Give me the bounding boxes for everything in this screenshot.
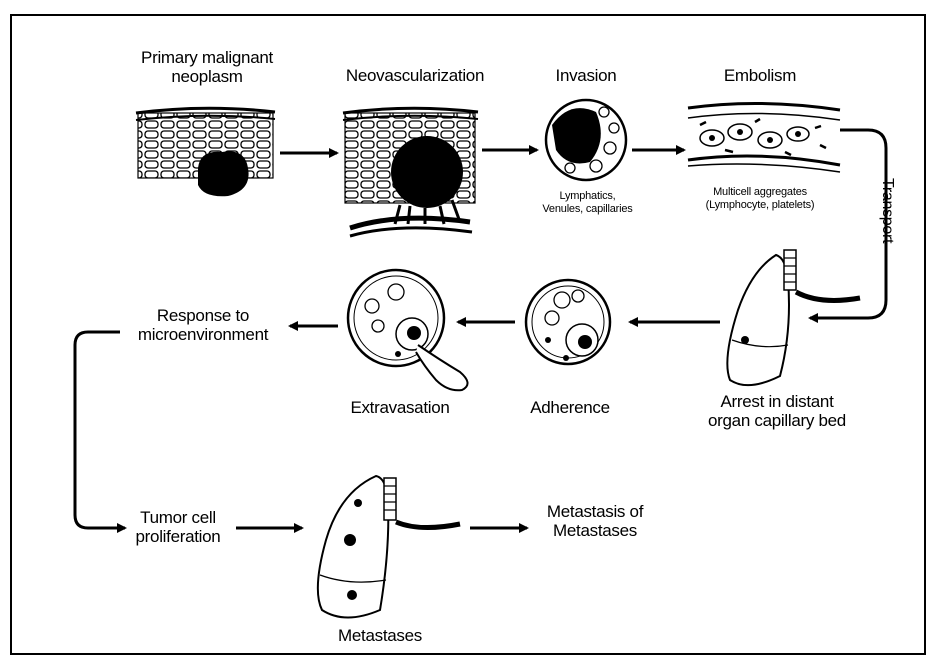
arrow-response-to-proliferation <box>75 332 125 528</box>
response-line2: microenvironment <box>118 325 288 344</box>
metastasis-of-metastases-label: Metastasis of Metastases <box>525 502 665 540</box>
embolism-illustration <box>688 103 840 172</box>
invasion-sub-line2: Venules, capillaries <box>530 203 645 216</box>
response-line1: Response to <box>118 306 288 325</box>
extravasation-label: Extravasation <box>330 398 470 417</box>
invasion-label: Invasion <box>540 66 632 85</box>
proliferation-line1: Tumor cell <box>118 508 238 527</box>
invasion-sub-line1: Lymphatics, <box>530 190 645 203</box>
primary-neoplasm-label: Primary malignant neoplasm <box>122 48 292 86</box>
metastasis-of-line2: Metastases <box>525 521 665 540</box>
embolism-label: Embolism <box>705 66 815 85</box>
neovascularization-label: Neovascularization <box>330 66 500 85</box>
response-label: Response to microenvironment <box>118 306 288 344</box>
metastases-lung-illustration <box>318 476 460 618</box>
transport-label: Transport <box>878 178 896 243</box>
invasion-sublabel: Lymphatics, Venules, capillaries <box>530 190 645 216</box>
embolism-sub-line1: Multicell aggregates <box>680 186 840 199</box>
proliferation-label: Tumor cell proliferation <box>118 508 238 546</box>
primary-neoplasm-line2: neoplasm <box>122 67 292 86</box>
primary-neoplasm-line1: Primary malignant <box>122 48 292 67</box>
arrest-line2: organ capillary bed <box>692 411 862 430</box>
primary-tissue-illustration <box>136 108 275 196</box>
adherence-illustration <box>526 280 610 364</box>
arrow-transport <box>810 130 886 318</box>
metastasis-of-line1: Metastasis of <box>525 502 665 521</box>
arrest-label: Arrest in distant organ capillary bed <box>692 392 862 430</box>
embolism-sublabel: Multicell aggregates (Lymphocyte, platel… <box>680 186 840 212</box>
extravasation-illustration <box>348 270 468 390</box>
arrest-line1: Arrest in distant <box>692 392 862 411</box>
metastases-label: Metastases <box>310 626 450 645</box>
proliferation-line2: proliferation <box>118 527 238 546</box>
invasion-illustration <box>546 100 626 180</box>
neovascularization-illustration <box>343 108 478 236</box>
adherence-label: Adherence <box>515 398 625 417</box>
embolism-sub-line2: (Lymphocyte, platelets) <box>680 199 840 212</box>
